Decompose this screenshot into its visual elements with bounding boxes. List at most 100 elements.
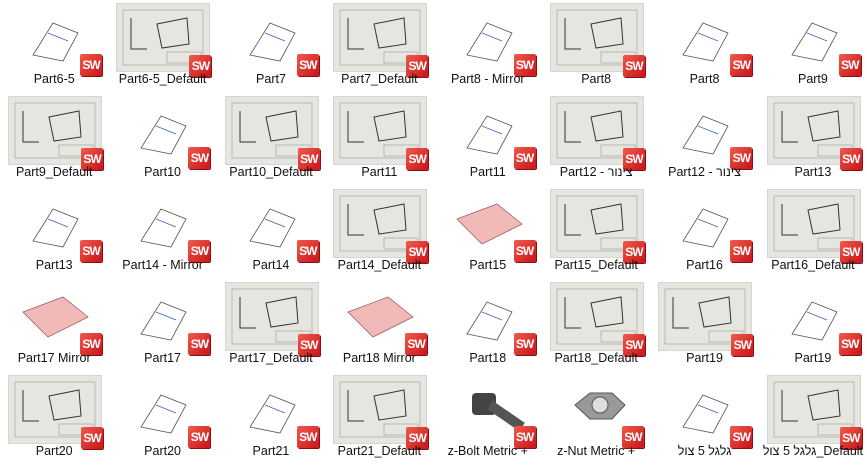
solidworks-icon: SW [513, 333, 536, 355]
solidworks-icon: SW [838, 54, 861, 76]
file-name: Part19 [686, 351, 723, 365]
file-name: Part16 [686, 258, 723, 272]
solidworks-icon: SW [188, 426, 211, 448]
solidworks-icon: SW [406, 55, 429, 77]
solidworks-icon: SW [839, 148, 862, 170]
file-thumbnail: SW [658, 189, 753, 262]
file-thumbnail: SW [549, 282, 645, 356]
file-thumbnail: SW [116, 375, 211, 448]
file-thumbnail: SW [658, 3, 753, 76]
file-thumbnail: SW [116, 282, 211, 355]
file-item[interactable]: SW Part13 [759, 93, 867, 186]
file-name: Part17_Default [229, 351, 313, 365]
file-item[interactable]: SW Part10 [108, 93, 216, 186]
file-name: z-Bolt Metric + [447, 444, 528, 458]
file-thumbnail: SW [116, 189, 211, 262]
file-thumbnail: SW [225, 3, 319, 76]
file-thumbnail: SW [549, 96, 645, 170]
file-name: Part14 [252, 258, 290, 272]
file-name: Part17 [144, 351, 181, 365]
file-thumbnail: SW [225, 375, 319, 448]
file-name: Part18 Mirror [342, 351, 416, 365]
file-name: Part14 - Mirror [122, 258, 203, 272]
file-name: Part20 [144, 444, 181, 458]
file-thumbnail: SW [766, 375, 862, 449]
file-thumbnail: SW [333, 96, 429, 170]
file-item[interactable]: SW Part17 [108, 279, 216, 372]
solidworks-icon: SW [297, 334, 320, 356]
file-name: Part12 - צינור [668, 165, 741, 179]
file-thumbnail: SW [333, 189, 429, 263]
file-name: Part8 - Mirror [450, 72, 525, 86]
solidworks-icon: SW [188, 333, 211, 355]
solidworks-icon: SW [513, 240, 536, 262]
file-name: Part11 [469, 165, 506, 179]
file-thumbnail: SW [8, 375, 103, 449]
solidworks-icon: SW [838, 333, 861, 355]
file-item[interactable]: SW Part20 [108, 372, 216, 465]
file-name: גלגל 5 צול [677, 444, 732, 458]
file-thumbnail: SW [333, 375, 429, 449]
solidworks-icon: SW [188, 147, 211, 169]
solidworks-icon: SW [296, 54, 319, 76]
file-name: Part7_Default [341, 72, 418, 86]
solidworks-icon: SW [406, 148, 429, 170]
file-name: גלגל 5 צול_Default [762, 444, 864, 458]
solidworks-icon: SW [80, 240, 102, 262]
file-thumbnail: SW [442, 3, 536, 76]
solidworks-icon: SW [621, 426, 644, 448]
solidworks-icon: SW [622, 148, 645, 170]
file-name: Part10_Default [229, 165, 313, 179]
file-thumbnail: SW [658, 96, 753, 169]
file-name: Part13 [794, 165, 832, 179]
file-name: Part18_Default [554, 351, 638, 365]
file-thumbnail: SW [8, 96, 103, 170]
file-name: Part10 [144, 165, 181, 179]
solidworks-icon: SW [188, 240, 211, 262]
solidworks-icon: SW [730, 54, 753, 76]
solidworks-icon: SW [513, 426, 536, 448]
solidworks-icon: SW [297, 148, 320, 170]
file-name: Part12 - צינור [559, 165, 633, 179]
file-name: Part15_Default [554, 258, 638, 272]
solidworks-icon: SW [405, 333, 428, 355]
file-name: Part6-5 [33, 72, 75, 86]
